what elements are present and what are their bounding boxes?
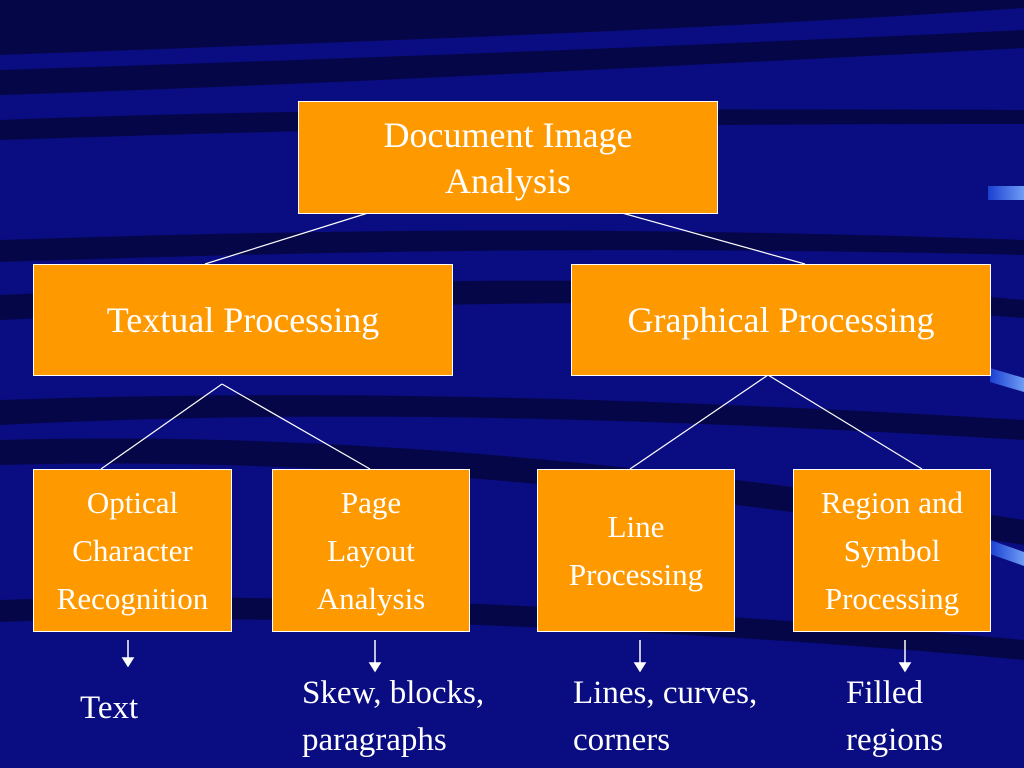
node-page-layout-analysis: Page Layout Analysis [272, 469, 470, 632]
root-node-label: Document Image Analysis [383, 114, 633, 201]
edge-textual-page-layout [221, 383, 371, 470]
node-line-processing: Line Processing [537, 469, 735, 632]
node-region-symbol-label: Region and Symbol Processing [820, 484, 964, 616]
output-lines-curves-corners: Lines, curves, corners [573, 675, 758, 758]
node-textual-processing: Textual Processing [33, 264, 453, 376]
edge-root-textual [204, 212, 369, 265]
root-node-document-image-analysis: Document Image Analysis [298, 101, 718, 214]
node-page-layout-label: Page Layout Analysis [316, 484, 426, 616]
node-graphical-processing-label: Graphical Processing [627, 300, 935, 340]
node-optical-character-recognition: Optical Character Recognition [33, 469, 232, 632]
node-ocr-label: Optical Character Recognition [56, 484, 209, 616]
node-region-symbol-processing: Region and Symbol Processing [793, 469, 991, 632]
edge-graphical-line [629, 374, 769, 470]
edge-root-graphical [621, 212, 806, 265]
output-filled-regions: Filled regions [846, 675, 944, 758]
node-line-processing-label: Line Processing [568, 508, 704, 592]
node-graphical-processing: Graphical Processing [571, 264, 991, 376]
output-text: Text [80, 690, 139, 726]
node-textual-processing-label: Textual Processing [106, 300, 380, 340]
output-skew-blocks-paragraphs: Skew, blocks, paragraphs [302, 675, 485, 758]
edge-graphical-region [767, 374, 923, 470]
edge-textual-ocr [100, 383, 223, 470]
